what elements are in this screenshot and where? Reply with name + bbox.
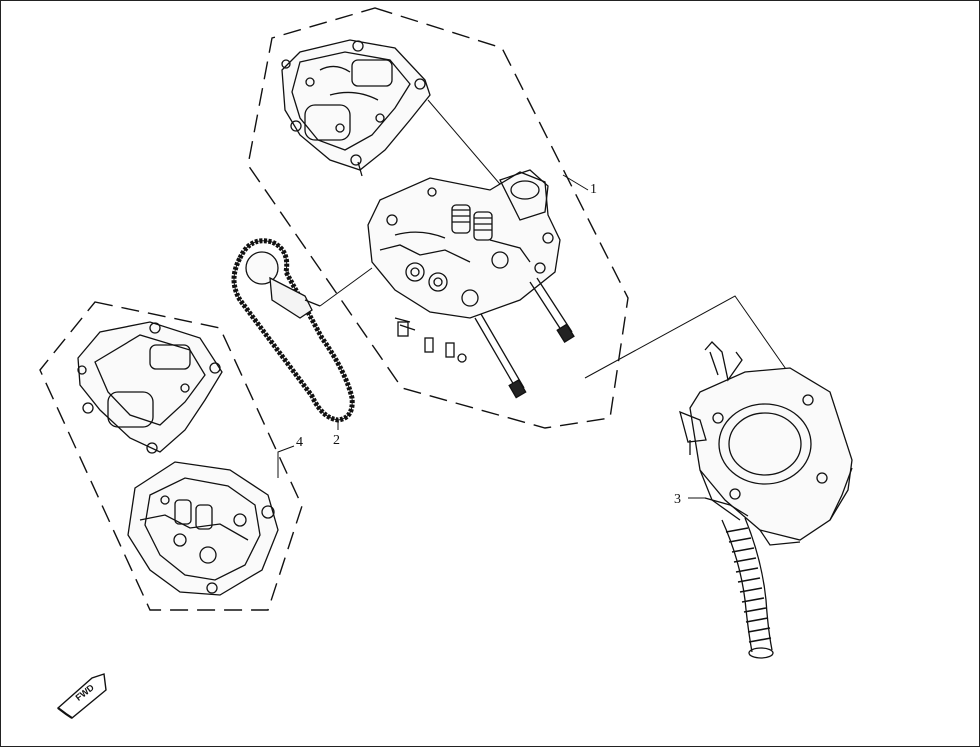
alt-cylinder-head-part (127, 461, 279, 596)
intake-hose-part (704, 497, 774, 659)
callout-1-leader (562, 174, 589, 191)
callout-4-leader (277, 445, 295, 478)
assembly-4-dashed-outline (39, 301, 303, 611)
timing-chain-part (231, 238, 373, 423)
callout-4: 4 (296, 435, 303, 450)
cylinder-part (679, 341, 853, 546)
valve-cover-part (281, 39, 431, 177)
assembly-1-dashed-outline (247, 7, 629, 429)
callout-3: 3 (674, 492, 681, 507)
push-rods-part (474, 277, 575, 399)
forward-direction-badge: FWD (56, 673, 107, 719)
cylinder-head-part (367, 169, 561, 363)
callout-1: 1 (590, 182, 597, 197)
leader-cover-to-head (427, 99, 506, 191)
cylinder-leader-line (584, 295, 789, 379)
alt-valve-cover-part (77, 321, 223, 454)
forward-arrow-icon-shadow (57, 707, 73, 719)
callout-2: 2 (333, 433, 340, 448)
